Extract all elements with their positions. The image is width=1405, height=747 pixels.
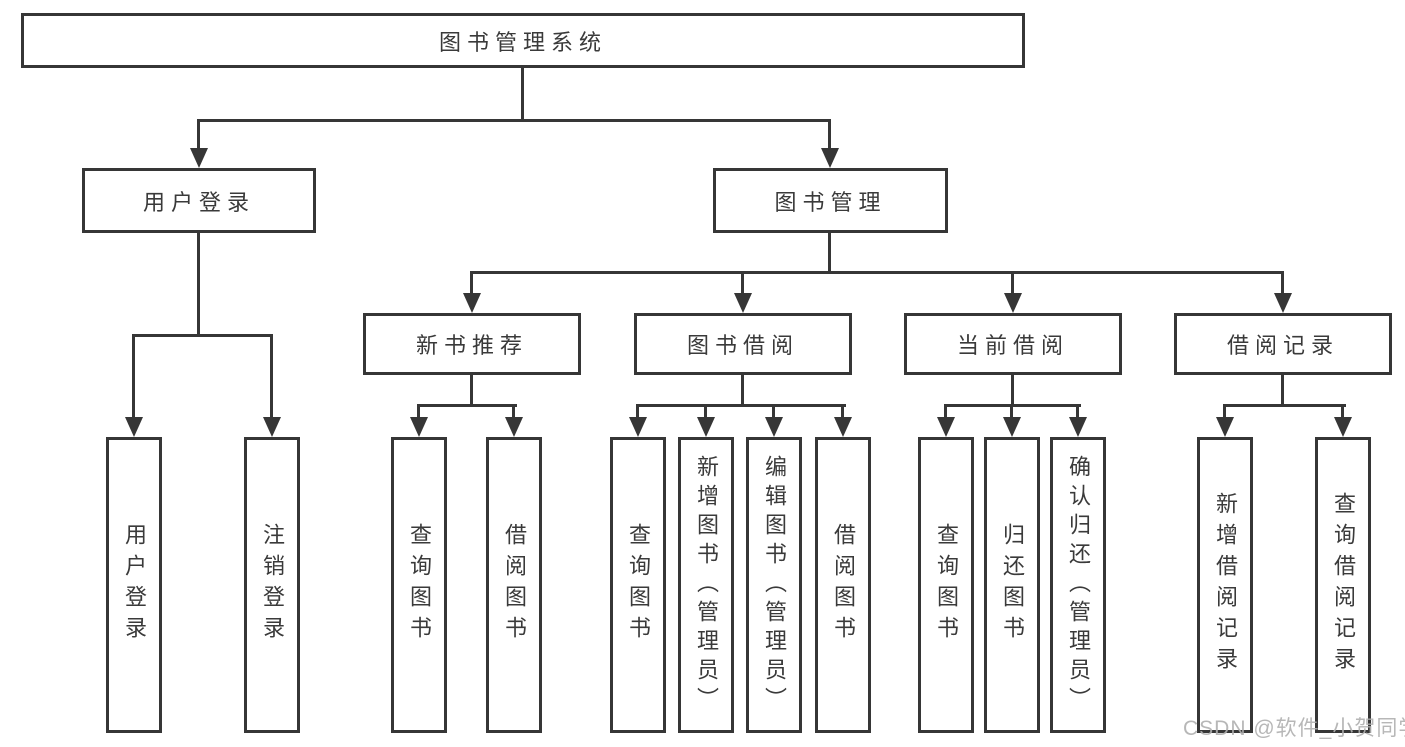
arrow-down-icon	[1216, 417, 1234, 437]
edge-drop-leaf	[270, 334, 273, 419]
arrow-down-icon	[821, 148, 839, 168]
node-borrowing-label: 图书借阅	[686, 333, 799, 358]
arrow-down-icon	[463, 293, 481, 313]
edge-book-mgmt-bar	[470, 271, 1284, 274]
arrow-down-icon	[734, 293, 752, 313]
edge-drop-leaf	[132, 334, 135, 419]
leaf-bw-query-book-label: 查询图书	[626, 523, 651, 647]
leaf-logout-label: 注销登录	[260, 523, 285, 647]
edge-borrow-records-bar	[1223, 404, 1346, 407]
arrow-down-icon	[697, 417, 715, 437]
edge-drop-current-borrow	[1011, 271, 1014, 295]
edge-drop-leaf	[1010, 404, 1013, 419]
edge-drop-leaf	[841, 404, 844, 419]
leaf-bw-borrow-book-label: 借阅图书	[831, 523, 856, 647]
arrow-down-icon	[1069, 417, 1087, 437]
leaf-user-login: 用户登录	[106, 437, 162, 733]
edge-current-borrow-stem	[1011, 375, 1014, 406]
leaf-cu-return-book: 归还图书	[984, 437, 1040, 733]
edge-drop-borrow-records	[1281, 271, 1284, 295]
leaf-nb-borrow-book: 借阅图书	[486, 437, 542, 733]
edge-drop-book-mgmt	[828, 119, 831, 150]
edge-drop-leaf	[704, 404, 707, 419]
leaf-cu-confirm-return-label: 确认归还（管理员）	[1066, 454, 1091, 716]
leaf-rc-add-record-label: 新增借阅记录	[1213, 492, 1238, 678]
leaf-bw-borrow-book: 借阅图书	[815, 437, 871, 733]
edge-drop-user-login	[197, 119, 200, 150]
leaf-rc-query-record: 查询借阅记录	[1315, 437, 1371, 733]
leaf-cu-query-book: 查询图书	[918, 437, 974, 733]
edge-drop-leaf	[772, 404, 775, 419]
edge-borrowing-bar	[636, 404, 846, 407]
edge-root-bar	[197, 119, 831, 122]
edge-new-books-bar	[417, 404, 517, 407]
leaf-cu-return-book-label: 归还图书	[1000, 523, 1025, 647]
node-borrow-records-label: 借阅记录	[1226, 333, 1339, 358]
edge-drop-leaf	[1076, 404, 1079, 419]
leaf-cu-confirm-return: 确认归还（管理员）	[1050, 437, 1106, 733]
node-book-mgmt-label: 图书管理	[774, 189, 887, 215]
leaf-bw-query-book: 查询图书	[610, 437, 666, 733]
node-new-books: 新书推荐	[363, 313, 581, 375]
arrow-down-icon	[263, 417, 281, 437]
edge-book-mgmt-stem	[828, 233, 831, 272]
leaf-nb-query-book-label: 查询图书	[407, 523, 432, 647]
edge-new-books-stem	[470, 375, 473, 406]
arrow-down-icon	[765, 417, 783, 437]
arrow-down-icon	[1003, 417, 1021, 437]
arrow-down-icon	[190, 148, 208, 168]
edge-user-login-bar	[132, 334, 273, 337]
node-user-login-label: 用户登录	[142, 189, 255, 215]
arrow-down-icon	[834, 417, 852, 437]
node-root-label: 图书管理系统	[438, 29, 607, 55]
leaf-bw-add-book-label: 新增图书（管理员）	[694, 454, 719, 716]
node-borrow-records: 借阅记录	[1174, 313, 1392, 375]
node-borrowing: 图书借阅	[634, 313, 852, 375]
edge-user-login-stem	[197, 233, 200, 335]
leaf-nb-query-book: 查询图书	[391, 437, 447, 733]
node-root: 图书管理系统	[21, 13, 1025, 68]
leaf-user-login-label: 用户登录	[122, 523, 147, 647]
leaf-logout: 注销登录	[244, 437, 300, 733]
edge-borrowing-stem	[741, 375, 744, 406]
leaf-rc-query-record-label: 查询借阅记录	[1331, 492, 1356, 678]
edge-drop-leaf	[417, 404, 420, 419]
arrow-down-icon	[1004, 293, 1022, 313]
edge-root-stem	[521, 68, 524, 120]
arrow-down-icon	[629, 417, 647, 437]
edge-drop-leaf	[944, 404, 947, 419]
leaf-nb-borrow-book-label: 借阅图书	[502, 523, 527, 647]
node-new-books-label: 新书推荐	[415, 333, 528, 358]
edge-borrow-records-stem	[1281, 375, 1284, 406]
arrow-down-icon	[505, 417, 523, 437]
leaf-bw-edit-book-label: 编辑图书（管理员）	[762, 454, 787, 716]
leaf-rc-add-record: 新增借阅记录	[1197, 437, 1253, 733]
arrow-down-icon	[410, 417, 428, 437]
node-user-login: 用户登录	[82, 168, 316, 233]
edge-drop-leaf	[636, 404, 639, 419]
csdn-watermark: CSDN @软件_小贺同学	[1183, 717, 1405, 740]
node-current-borrow: 当前借阅	[904, 313, 1122, 375]
edge-drop-borrowing	[741, 271, 744, 295]
leaf-bw-edit-book: 编辑图书（管理员）	[746, 437, 802, 733]
arrow-down-icon	[125, 417, 143, 437]
node-current-borrow-label: 当前借阅	[956, 333, 1069, 358]
edge-drop-leaf	[1223, 404, 1226, 419]
arrow-down-icon	[1274, 293, 1292, 313]
node-book-mgmt: 图书管理	[713, 168, 948, 233]
arrow-down-icon	[1334, 417, 1352, 437]
leaf-cu-query-book-label: 查询图书	[934, 523, 959, 647]
edge-drop-leaf	[1341, 404, 1344, 419]
leaf-bw-add-book: 新增图书（管理员）	[678, 437, 734, 733]
edge-drop-leaf	[512, 404, 515, 419]
arrow-down-icon	[937, 417, 955, 437]
edge-drop-new-books	[470, 271, 473, 295]
